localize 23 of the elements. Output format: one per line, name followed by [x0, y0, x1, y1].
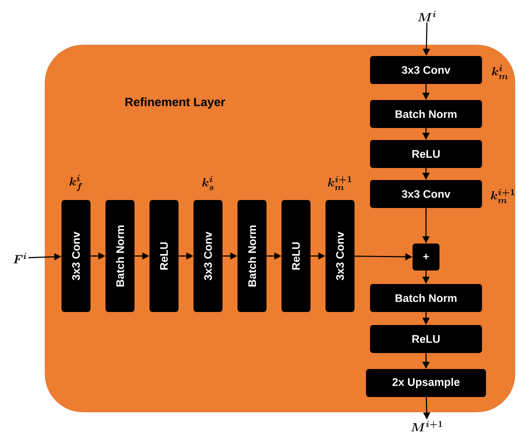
- signal-label: $F^i$: [13, 252, 26, 264]
- sum-block: +: [412, 244, 440, 270]
- kernel-label: $k_m^i$: [492, 64, 508, 80]
- kernel-label: $k_s^i$: [202, 176, 214, 190]
- kernel-label: $k_m^{i+1}$: [490, 188, 514, 204]
- layer-block: ReLU: [150, 200, 178, 312]
- layer-block: 3x3 Conv: [370, 180, 482, 208]
- layer-block: Batch Norm: [370, 284, 482, 312]
- layer-block: ReLU: [370, 140, 482, 168]
- layer-block: ReLU: [282, 200, 310, 312]
- layer-block: Batch Norm: [106, 200, 134, 312]
- layer-block: 3x3 Conv: [194, 200, 222, 312]
- kernel-label: $k_f^i$: [70, 174, 82, 192]
- kernel-label: $k_m^{i+1}$: [328, 176, 352, 190]
- layer-block: 2x Upsample: [366, 369, 486, 397]
- layer-block: ReLU: [370, 325, 482, 353]
- layer-block: Batch Norm: [238, 200, 266, 312]
- layer-block: 3x3 Conv: [370, 56, 482, 84]
- signal-label: $M^i$: [418, 10, 436, 22]
- layer-block: Batch Norm: [370, 100, 482, 128]
- layer-block: 3x3 Conv: [62, 200, 90, 312]
- signal-label: $M^{i+1}$: [411, 420, 442, 432]
- layer-block: 3x3 Conv: [326, 200, 354, 312]
